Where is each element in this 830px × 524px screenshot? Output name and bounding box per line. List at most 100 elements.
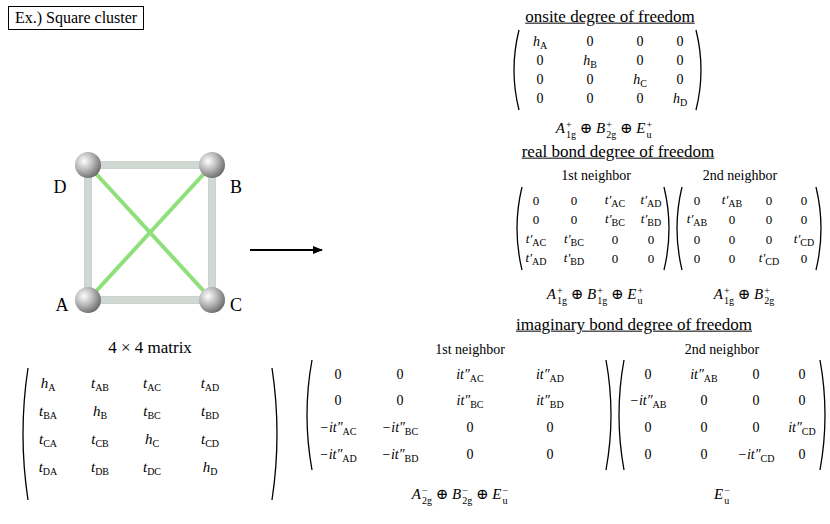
matrix-entry: 0 (335, 393, 342, 408)
section-heading: onsite degree of freedom (525, 8, 694, 27)
matrix-entry: 0 (799, 367, 806, 382)
matrix-entry: it″AD (536, 367, 564, 384)
matrix-entry: 0 (397, 393, 404, 408)
matrix-entry: 0 (694, 233, 701, 247)
matrix-entry: t′CD (759, 251, 779, 267)
matrix-entry: it″AC (456, 367, 484, 384)
irrep-label: A2g− ⊕ B2g− ⊕ Eu− (412, 486, 508, 506)
column-heading: 1st neighbor (561, 168, 631, 183)
title-text: Ex.) Square cluster (15, 9, 137, 26)
matrix-entry: −it″CD (738, 447, 775, 464)
matrix-entry: tDB (91, 459, 109, 477)
matrix-entry: 0 (766, 213, 773, 227)
matrix-entry: 0 (799, 393, 806, 408)
site-label: C (230, 296, 242, 316)
matrix-entry: 0 (612, 233, 619, 247)
matrix-entry: 0 (766, 233, 773, 247)
matrix-entry: tAB (91, 375, 109, 393)
matrix-entry: it″CD (788, 420, 816, 437)
matrix-entry: 0 (753, 367, 760, 382)
matrix-entry: 0 (753, 420, 760, 435)
matrix-entry: hB (583, 53, 597, 70)
matrix-entry: t′BC (605, 212, 625, 228)
matrix-entry: it″BD (536, 393, 564, 410)
matrix-entry: 0 (533, 213, 540, 227)
matrix-entry: 0 (648, 252, 655, 266)
matrix-entry: tCA (39, 431, 57, 449)
matrix-entry: t′AC (605, 193, 625, 209)
matrix-entry: 0 (801, 252, 808, 266)
matrix-entry: 0 (701, 447, 708, 462)
matrix-entry: 0 (729, 233, 736, 247)
matrix-entry: t′BC (564, 232, 584, 248)
bracket (606, 360, 611, 470)
matrix-entry: 0 (537, 72, 544, 87)
matrix-entry: 0 (587, 72, 594, 87)
matrix-entry: 0 (753, 393, 760, 408)
bracket (23, 368, 28, 500)
matrix-entry: t′AB (722, 193, 742, 209)
matrix-entry: hD (203, 459, 218, 477)
matrix-entry: hA (41, 375, 56, 393)
matrix-entry: t′CD (794, 232, 814, 248)
matrix-entry: 0 (766, 194, 773, 208)
matrix-entry: 0 (801, 213, 808, 227)
matrix-entry: −it″BD (382, 447, 419, 464)
matrix-entry: 0 (637, 91, 644, 106)
section-heading: real bond degree of freedom (522, 143, 715, 162)
matrix-entry: tBA (39, 403, 57, 421)
matrix-entry: tAD (201, 375, 220, 393)
matrix-entry: tAC (143, 375, 161, 393)
matrix-entry: 0 (801, 194, 808, 208)
column-heading: 1st neighbor (435, 342, 505, 357)
site-label: D (54, 178, 67, 198)
matrix-entry: 0 (397, 367, 404, 382)
matrix-entry: 0 (612, 252, 619, 266)
site-label: A (56, 296, 69, 316)
matrix-entry: tDC (143, 459, 161, 477)
matrix-entry: 0 (537, 53, 544, 68)
bracket (517, 187, 522, 270)
matrix-entry: 0 (637, 34, 644, 49)
bracket (820, 360, 825, 470)
matrix-entry: t′AD (641, 193, 662, 209)
section-heading: imaginary bond degree of freedom (516, 316, 752, 335)
bracket (514, 30, 519, 110)
matrix-entry: 0 (729, 213, 736, 227)
matrix-entry: 0 (729, 252, 736, 266)
matrix-entry: −it″AD (319, 447, 357, 464)
matrix-entry: 0 (645, 367, 652, 382)
matrix-entry: 0 (637, 53, 644, 68)
matrix-entry: 0 (533, 194, 540, 208)
matrix-entry: 0 (701, 393, 708, 408)
matrix-entry: it″BC (457, 393, 484, 410)
square-cluster (75, 152, 225, 313)
matrix-entry: t′BD (641, 212, 661, 228)
bracket (307, 360, 312, 470)
matrix-entry: 0 (587, 91, 594, 106)
matrix-entry: 0 (677, 34, 684, 49)
bracket (272, 368, 277, 500)
matrix-entry: tDA (39, 459, 58, 477)
caption-text: 4 × 4 matrix (108, 339, 192, 358)
matrix-entry: hC (633, 72, 647, 89)
bracket (696, 30, 701, 110)
matrix-entry: 0 (677, 72, 684, 87)
matrix-entry: −it″AB (630, 393, 667, 410)
matrix-entry: 0 (677, 53, 684, 68)
matrix-entry: t′AC (526, 232, 546, 248)
matrix-entry: 0 (335, 367, 342, 382)
matrix-brackets (23, 30, 825, 500)
matrix-entry: 0 (467, 447, 474, 462)
matrix-entry: tBD (201, 403, 219, 421)
matrix-entry: 0 (694, 252, 701, 266)
matrix-entry: 0 (799, 447, 806, 462)
matrix-entry: t′AB (687, 212, 707, 228)
matrix-entry: 0 (571, 194, 578, 208)
bracket (677, 187, 682, 270)
matrix-entry: hB (93, 403, 107, 421)
column-heading: 2nd neighbor (703, 168, 777, 183)
matrix-entry: 0 (547, 420, 554, 435)
matrix-entry: hA (533, 34, 547, 51)
